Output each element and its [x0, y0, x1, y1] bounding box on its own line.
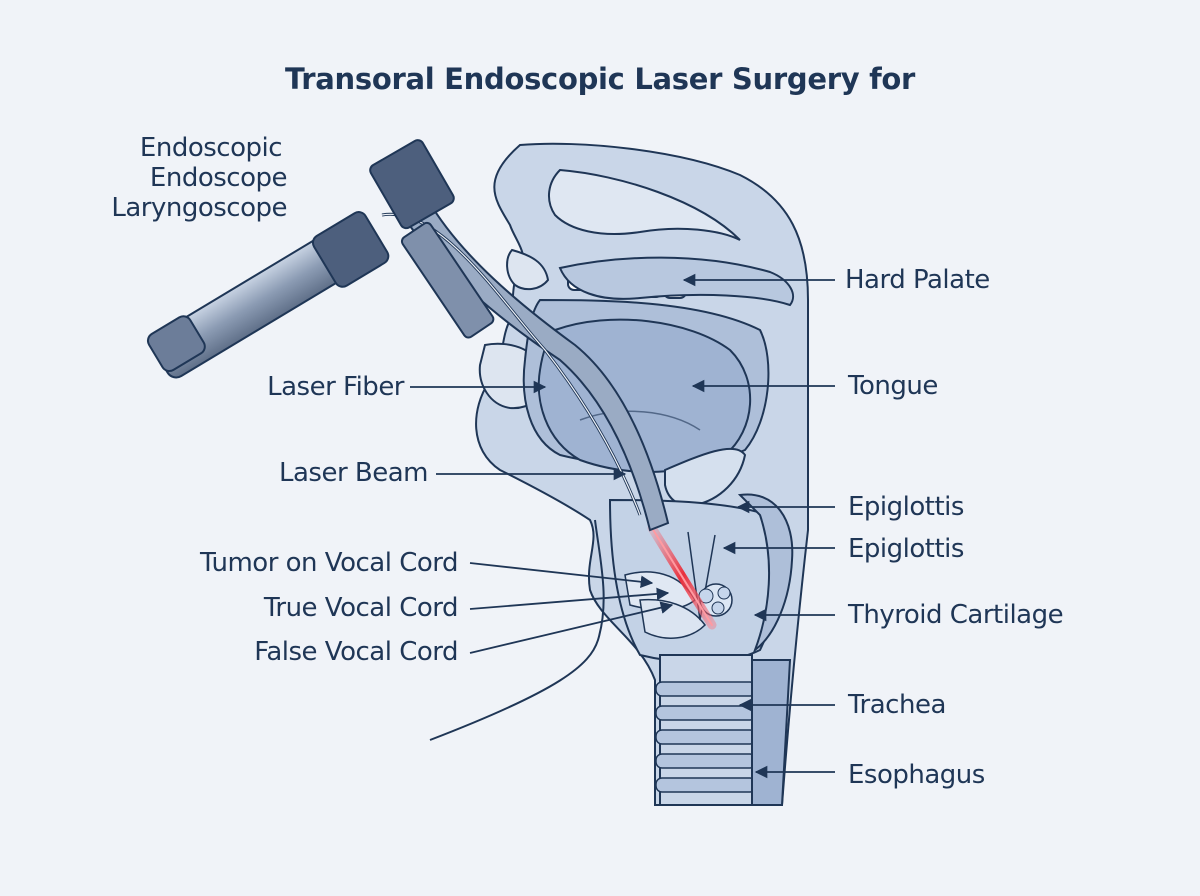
label-epiglottis-1: Epiglottis: [848, 492, 964, 522]
thyroid-cartilage-shape: [737, 493, 794, 653]
label-true-vocal-cord: True Vocal Cord: [263, 593, 459, 623]
label-trachea: Trachea: [848, 690, 946, 720]
hard-palate-shape: [558, 256, 795, 307]
neck-line: [429, 519, 605, 741]
label-instrument-line-2: Endoscope: [149, 163, 288, 193]
label-epiglottis-2: Epiglottis: [848, 534, 964, 564]
diagram-title: Transoral Endoscopic Laser Surgery for: [284, 62, 916, 96]
tumor-shape: [698, 583, 733, 617]
endoscope-handle: [146, 211, 390, 379]
endoscope-body: [369, 139, 495, 339]
label-tongue: Tongue: [848, 371, 938, 401]
trachea-shape: [655, 654, 757, 806]
label-instrument-line-1: Endoscopic: [139, 133, 283, 163]
label-false-vocal-cord: False Vocal Cord: [254, 637, 458, 667]
label-tumor: Tumor on Vocal Cord: [200, 548, 458, 578]
upper-lip: [506, 248, 550, 291]
label-laser-beam: Laser Beam: [278, 458, 429, 488]
label-instrument-line-3: Laryngoscope: [111, 193, 287, 223]
nasal-cavity: [548, 168, 741, 241]
label-esophagus: Esophagus: [848, 760, 985, 790]
label-thyroid-cartilage: Thyroid Cartilage: [848, 600, 1064, 630]
label-laser-fiber: Laser Fiber: [267, 372, 404, 402]
label-hard-palate: Hard Palate: [845, 265, 990, 295]
pointer-lines: [410, 273, 835, 779]
